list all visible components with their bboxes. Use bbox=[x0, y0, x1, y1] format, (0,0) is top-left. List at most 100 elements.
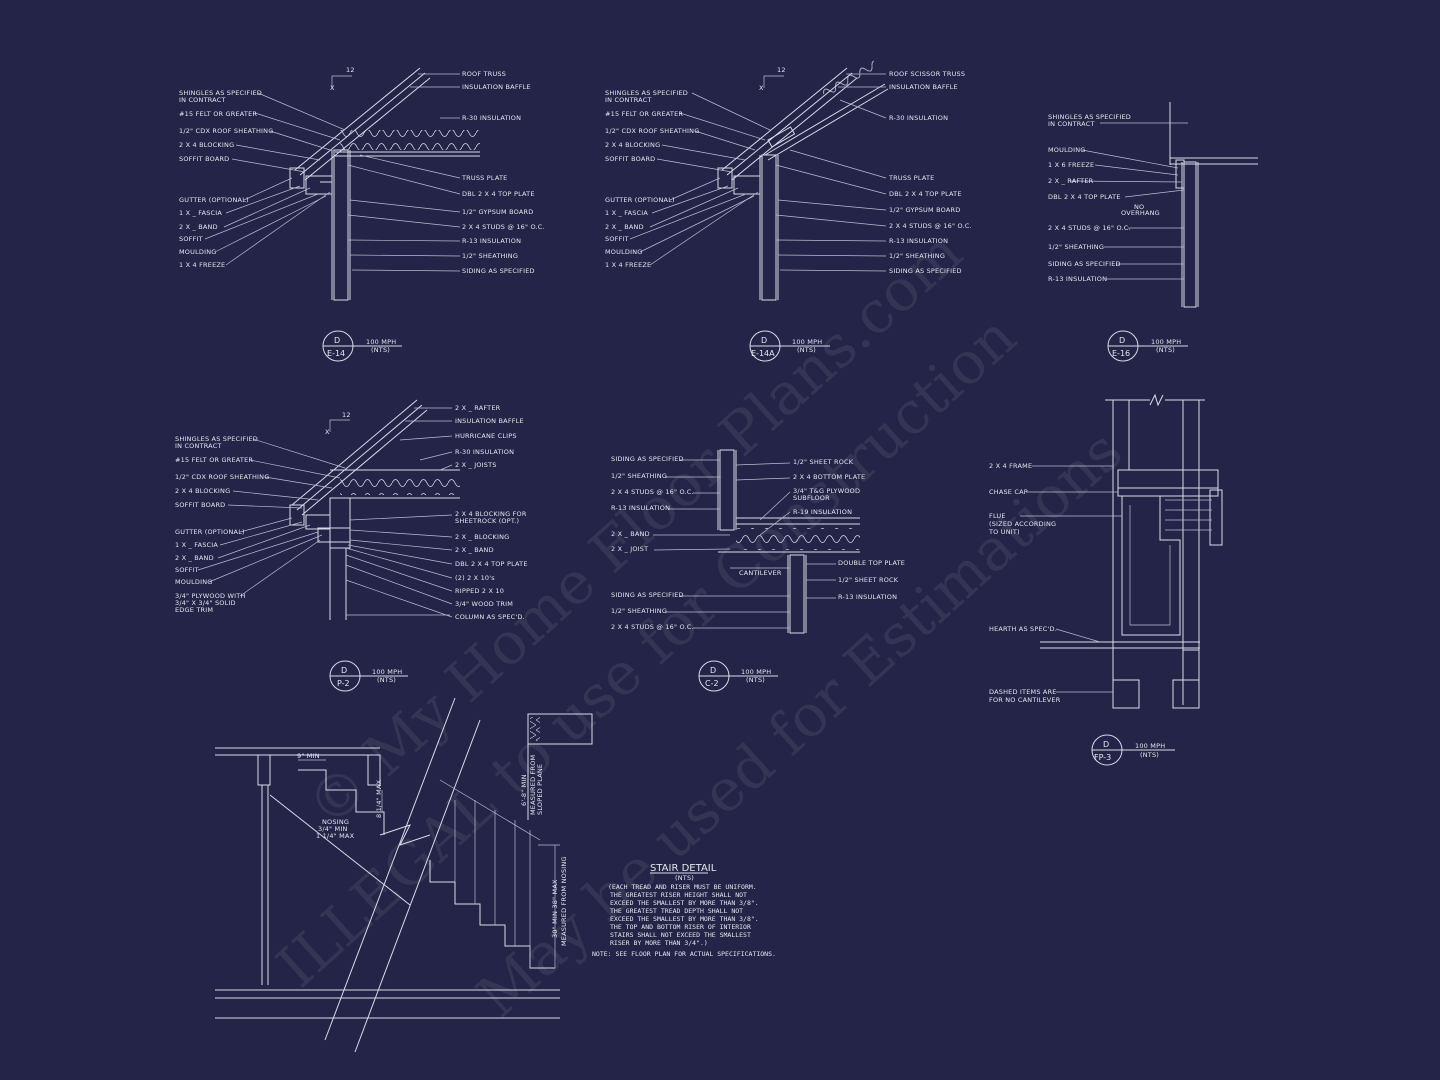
c2-label-l2: 2 X 4 STUDS @ 16" O.C. bbox=[611, 488, 694, 496]
e14-tag-letter: D bbox=[334, 336, 340, 345]
stair-note-6: STAIRS SHALL NOT EXCEED THE SMALLEST bbox=[610, 931, 751, 939]
e14-label-r6: 2 X 4 STUDS @ 16" O.C. bbox=[462, 223, 545, 231]
e14-label-l1: IN CONTRACT bbox=[179, 96, 226, 104]
p2-scale: (NTS) bbox=[377, 676, 396, 684]
e14-pitch-x: X bbox=[330, 84, 335, 92]
fp3-label-7: FOR NO CANTILEVER bbox=[989, 696, 1061, 704]
e14-label-r1: INSULATION BAFFLE bbox=[462, 83, 531, 91]
p2-label-l5: SOFFIT BOARD bbox=[175, 501, 225, 509]
e14a-label-l10: MOULDING bbox=[605, 248, 643, 256]
stair-dim-0: 9" MIN bbox=[297, 752, 320, 760]
e14-label-l10: MOULDING bbox=[179, 248, 217, 256]
fp3-tag-id: FP-3 bbox=[1094, 753, 1111, 762]
e16-tag-id: E-16 bbox=[1112, 349, 1130, 358]
p2-pitch: 12 bbox=[342, 411, 351, 419]
e14a-label-l2: #15 FELT OR GREATER bbox=[605, 110, 683, 118]
stair-note-1: THE GREATEST RISER HEIGHT SHALL NOT bbox=[610, 891, 747, 899]
fp3-label-5: HEARTH AS SPEC'D. bbox=[989, 625, 1057, 633]
e14-pitch: 12 bbox=[346, 66, 355, 74]
e14a-label-l1: IN CONTRACT bbox=[605, 96, 652, 104]
stair-note-3: THE GREATEST TREAD DEPTH SHALL NOT bbox=[610, 907, 743, 915]
e14a-label-r7: R-13 INSULATION bbox=[889, 237, 948, 245]
e14-label-r3: TRUSS PLATE bbox=[461, 174, 507, 182]
e14-label-l9: SOFFIT bbox=[179, 235, 203, 243]
e14a-label-l11: 1 X 4 FREEZE bbox=[605, 261, 651, 269]
e16-detail-tag: D E-16 100 MPH (NTS) bbox=[1107, 330, 1188, 362]
stair-note-0: (EACH TREAD AND RISER MUST BE UNIFORM. bbox=[608, 883, 757, 891]
e14a-label-r1: INSULATION BAFFLE bbox=[889, 83, 958, 91]
e14-detail-tag: D E-14 100 MPH (NTS) bbox=[322, 330, 402, 362]
e16-wind: 100 MPH bbox=[1151, 338, 1181, 346]
e14-label-l3: 1/2" CDX ROOF SHEATHING bbox=[179, 127, 273, 135]
p2-tag-letter: D bbox=[341, 666, 347, 675]
e16-scale: (NTS) bbox=[1156, 346, 1175, 354]
e16-tag-letter: D bbox=[1119, 336, 1125, 345]
e14-label-l2: #15 FELT OR GREATER bbox=[179, 110, 257, 118]
e14-label-l11: 1 X 4 FREEZE bbox=[179, 261, 225, 269]
p2-wind: 100 MPH bbox=[372, 668, 402, 676]
stair-note-5: THE TOP AND BOTTOM RISER OF INTERIOR bbox=[610, 923, 751, 931]
e14a-pitch: 12 bbox=[777, 66, 786, 74]
p2-label-l9: SOFFIT bbox=[175, 566, 199, 574]
fp3-label-4: TO UNIT) bbox=[988, 528, 1020, 536]
p2-label-l2: #15 FELT OR GREATER bbox=[175, 456, 253, 464]
e14-label-l8: 2 X _ BAND bbox=[179, 223, 218, 231]
p2-label-l8: 2 X _ BAND bbox=[175, 554, 214, 562]
e14a-label-l9: SOFFIT bbox=[605, 235, 629, 243]
p2-label-r0: 2 X _ RAFTER bbox=[455, 404, 501, 412]
e14a-label-r8: 1/2" SHEATHING bbox=[889, 252, 945, 260]
detail-e14: 12 X SHINGLES AS SPECIFIED IN CONTRA bbox=[179, 66, 545, 362]
stair-dim-4: 1 1/4" MAX bbox=[316, 832, 355, 840]
e14a-label-r0: ROOF SCISSOR TRUSS bbox=[889, 70, 965, 78]
c2-label-l8: 2 X 4 STUDS @ 16" O.C. bbox=[611, 623, 694, 631]
e14-label-l6: GUTTER (OPTIONAL) bbox=[179, 196, 249, 204]
p2-label-r7: 2 X _ BLOCKING bbox=[455, 533, 509, 541]
e14a-label-l6: GUTTER (OPTIONAL) bbox=[605, 196, 675, 204]
c2-label-r2: 3/4" T&G PLYWOOD bbox=[793, 487, 860, 495]
e16-label-0: SHINGLES AS SPECIFIED bbox=[1048, 113, 1131, 121]
e16-label-2: MOULDING bbox=[1048, 146, 1086, 154]
stair-dim-3: 3/4" MIN bbox=[318, 825, 348, 833]
p2-label-r12: 3/4" WOOD TRIM bbox=[455, 600, 513, 608]
p2-label-l0: SHINGLES AS SPECIFIED bbox=[175, 435, 258, 443]
p2-label-r11: RIPPED 2 X 10 bbox=[455, 587, 504, 595]
detail-e14a: 12 X SHINGLES AS SPECIFIED IN CO bbox=[605, 58, 972, 362]
e14-wind: 100 MPH bbox=[366, 338, 396, 346]
c2-scale: (NTS) bbox=[746, 676, 765, 684]
e14-label-r9: SIDING AS SPECIFIED bbox=[462, 267, 535, 275]
fp3-label-0: 2 X 4 FRAME bbox=[989, 462, 1032, 470]
c2-label-l7: 1/2" SHEATHING bbox=[611, 607, 667, 615]
fp3-label-2: FLUE bbox=[989, 512, 1006, 520]
c2-label-l6: SIDING AS SPECIFIED bbox=[611, 591, 684, 599]
stair-footnote: NOTE: SEE FLOOR PLAN FOR ACTUAL SPECIFIC… bbox=[592, 950, 776, 958]
c2-label-r4: R-19 INSULATION bbox=[793, 508, 852, 516]
e14-label-r8: 1/2" SHEATHING bbox=[462, 252, 518, 260]
e14-label-l7: 1 X _ FASCIA bbox=[179, 209, 222, 217]
p2-label-r10: (2) 2 X 10's bbox=[455, 574, 495, 582]
e14a-label-l5: SOFFIT BOARD bbox=[605, 155, 655, 163]
c2-label-r7: R-13 INSULATION bbox=[838, 593, 897, 601]
e14a-pitch-x: X bbox=[759, 84, 764, 92]
e14a-label-l4: 2 X 4 BLOCKING bbox=[605, 141, 660, 149]
stair-dim-8: 30" MIN 38" MAX bbox=[551, 879, 559, 938]
fp3-label-1: CHASE CAP bbox=[989, 488, 1028, 496]
c2-label-r5: DOUBLE TOP PLATE bbox=[838, 559, 905, 567]
stair-title: STAIR DETAIL bbox=[650, 863, 717, 874]
c2-label-r0: 1/2" SHEET ROCK bbox=[793, 458, 854, 466]
c2-label-r6: 1/2" SHEET ROCK bbox=[838, 576, 899, 584]
detail-e16: SHINGLES AS SPECIFIED IN CONTRACT MOULDI… bbox=[1048, 102, 1258, 362]
e14-label-l5: SOFFIT BOARD bbox=[179, 155, 229, 163]
c2-detail-tag: D C-2 100 MPH (NTS) bbox=[698, 660, 778, 692]
p2-label-l11: 3/4" PLYWOOD WITH bbox=[175, 592, 246, 600]
e16-label-11: R-13 INSULATION bbox=[1048, 275, 1107, 283]
p2-label-l6: GUTTER (OPTIONAL) bbox=[175, 528, 245, 536]
c2-label-l1: 1/2" SHEATHING bbox=[611, 472, 667, 480]
e14a-detail-tag: D E-14A 100 MPH (NTS) bbox=[749, 330, 830, 362]
stair-dim-1: 8 1/4" MAX bbox=[375, 779, 383, 818]
e14a-wind: 100 MPH bbox=[792, 338, 822, 346]
stair-dim-7: SLOPED PLANE bbox=[536, 764, 544, 815]
p2-label-l7: 1 X _ FASCIA bbox=[175, 541, 218, 549]
e16-label-7: OVERHANG bbox=[1121, 209, 1160, 217]
c2-label-l4: 2 X _ BAND bbox=[611, 530, 650, 538]
